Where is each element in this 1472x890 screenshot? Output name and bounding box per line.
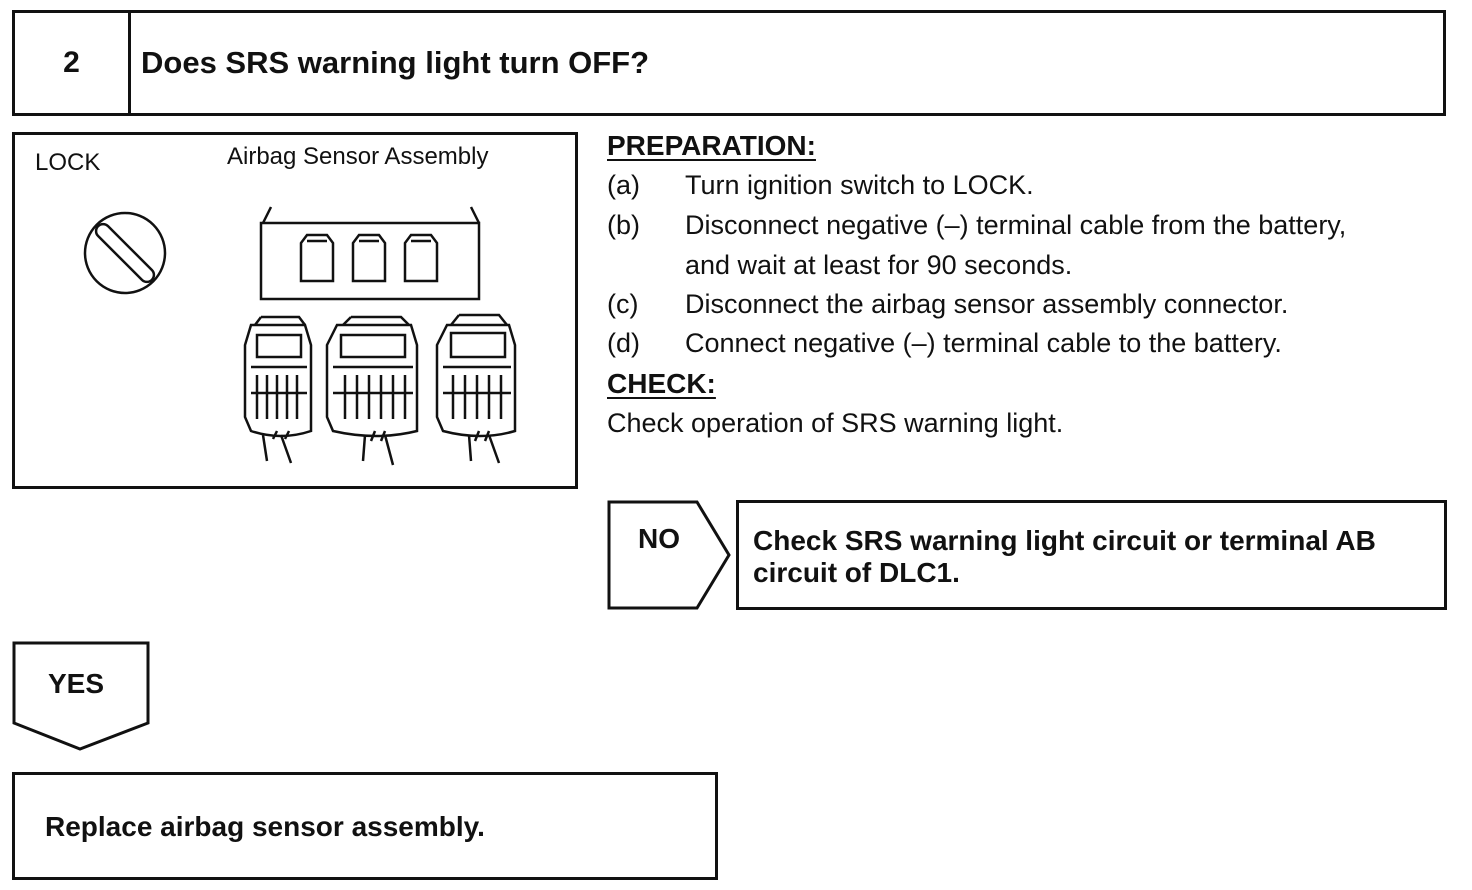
no-result-line: circuit of DLC1. [753, 557, 960, 588]
preparation-item-b: (b) Disconnect negative (–) terminal cabl… [607, 210, 1346, 241]
illustration: LOCK Airbag Sensor Assembly [12, 132, 578, 489]
item-text: Disconnect negative (–) terminal cable f… [685, 210, 1347, 240]
item-letter: (b) [607, 210, 640, 240]
sensor-body [259, 206, 481, 301]
preparation-title: PREPARATION: [607, 130, 816, 161]
yes-arrow-icon [12, 641, 150, 751]
preparation-item-a: (a) Turn ignition switch to LOCK. [607, 170, 1034, 201]
item-text: Connect negative (–) terminal cable to t… [685, 328, 1282, 358]
preparation-item-b-continued: and wait at least for 90 seconds. [685, 250, 1073, 280]
connector-icon [435, 313, 517, 464]
preparation-item-c: (c) Disconnect the airbag sensor assembly… [607, 289, 1288, 320]
preparation-item-d: (d) Connect negative (–) terminal cable t… [607, 328, 1282, 359]
no-label: NO [638, 523, 680, 554]
airbag-sensor-label: Airbag Sensor Assembly [227, 143, 489, 170]
no-result-line: Check SRS warning light circuit or termi… [753, 525, 1376, 556]
check-text: Check operation of SRS warning light. [607, 408, 1064, 438]
step-number: 2 [15, 13, 131, 113]
item-text: Turn ignition switch to LOCK. [685, 170, 1034, 200]
connector-icon [325, 315, 419, 466]
no-arrow-icon [607, 500, 731, 610]
yes-result-text: Replace airbag sensor assembly. [45, 811, 485, 842]
item-text: Disconnect the airbag sensor assembly co… [685, 289, 1289, 319]
item-letter: (a) [607, 170, 640, 200]
item-letter: (d) [607, 328, 640, 358]
no-result-box: Check SRS warning light circuit or termi… [736, 500, 1447, 610]
no-result-text: Check SRS warning light circuit or termi… [753, 525, 1436, 589]
step-question: Does SRS warning light turn OFF? [141, 45, 650, 80]
ignition-switch-icon [83, 211, 167, 295]
airbag-sensor-illustration [83, 206, 517, 466]
yes-label: YES [48, 668, 105, 699]
check-title: CHECK: [607, 368, 716, 399]
step-header: 2 Does SRS warning light turn OFF? [12, 10, 1446, 116]
yes-result-box: Replace airbag sensor assembly. [12, 772, 718, 880]
lock-label: LOCK [35, 149, 101, 176]
connector-icon [243, 315, 313, 464]
item-letter: (c) [607, 289, 639, 319]
